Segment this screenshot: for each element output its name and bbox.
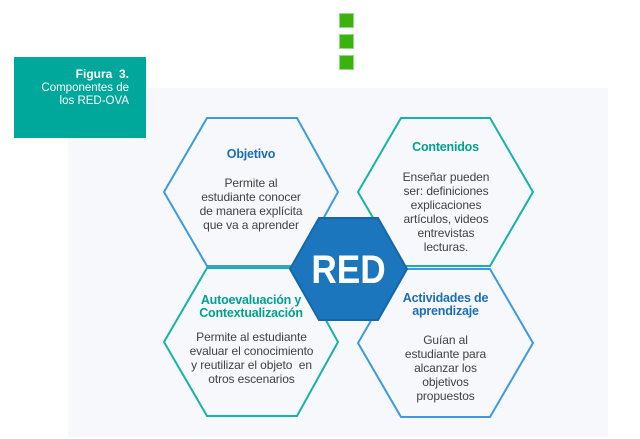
red-hexagon	[288, 217, 409, 321]
objetivo-title: Objetivo	[226, 147, 276, 161]
green-square-icon	[339, 55, 354, 70]
figure-label-box: Figura 3. Componentes de los RED-OVA	[14, 57, 146, 138]
decorative-squares	[339, 13, 354, 76]
figure-number: Figura 3.	[75, 67, 129, 81]
contenidos-title: Contenidos	[412, 140, 479, 154]
green-square-icon	[339, 13, 354, 28]
red-center-label: RED	[311, 248, 386, 292]
autoevaluacion-hexagon	[162, 267, 340, 417]
actividades-title: Actividades de aprendizaje	[402, 291, 489, 318]
actividades-body: Guían al estudiante para alcanzar los ob…	[404, 333, 487, 403]
green-square-icon	[339, 34, 354, 49]
objetivo-hexagon	[162, 117, 340, 267]
autoevaluacion-title: Autoevaluación y Contextualización	[199, 293, 303, 320]
figure-caption: Componentes de los RED-OVA	[41, 81, 129, 108]
autoevaluacion-body: Permite al estudiante evaluar el conocim…	[189, 330, 314, 386]
objetivo-body: Permite al estudiante conocer de manera …	[199, 176, 303, 232]
contenidos-body: Enseñar pueden ser: definiciones explica…	[402, 170, 490, 254]
